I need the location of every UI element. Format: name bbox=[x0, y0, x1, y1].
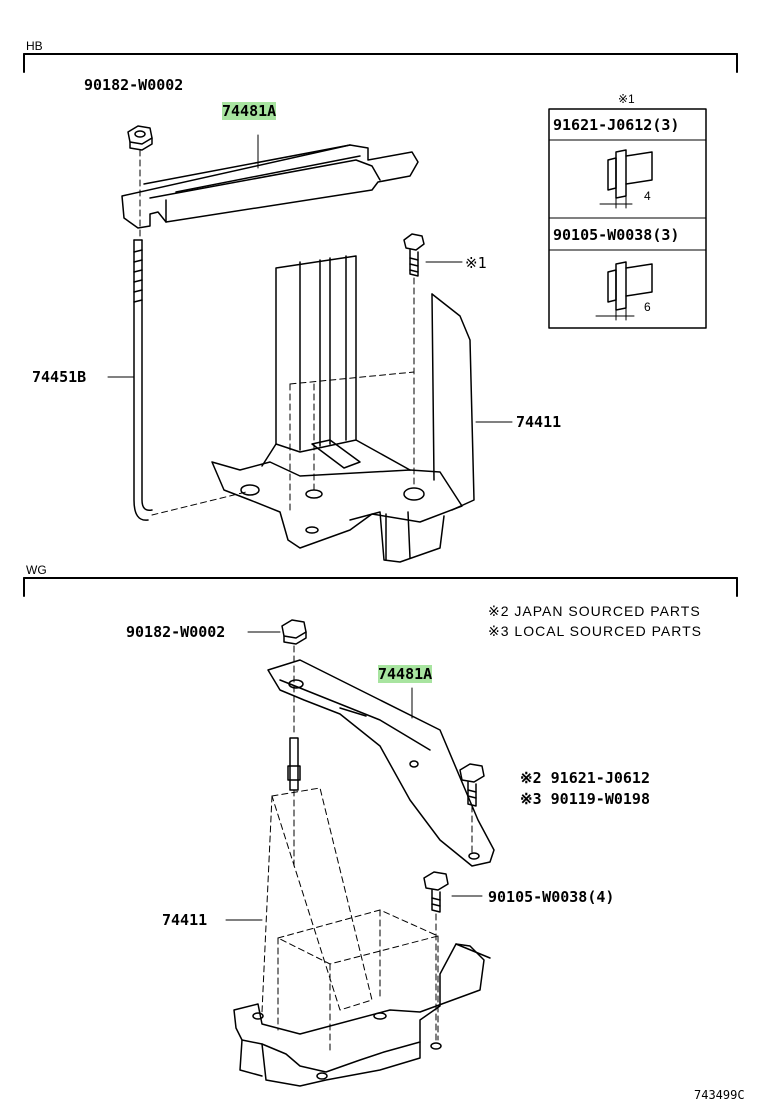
figure-code: 743499C bbox=[694, 1088, 745, 1102]
wg-bolt4-drawing bbox=[423, 871, 483, 1043]
wg-frame bbox=[23, 577, 738, 597]
hb-rod-drawing bbox=[107, 239, 247, 521]
hb-bolt-reference: ※1 bbox=[465, 254, 487, 272]
inset-row1-part-number[interactable]: 91621-J0612(3) bbox=[553, 116, 680, 134]
note-japan-sourced: ※2 JAPAN SOURCED PARTS bbox=[488, 603, 701, 619]
wg-clamp-part-number[interactable]: 74481A bbox=[378, 665, 433, 683]
hb-bolt-drawing bbox=[403, 233, 463, 489]
inset-title: ※1 bbox=[618, 92, 635, 106]
wg-bolt-japan-part-number[interactable]: ※2 91621-J0612 bbox=[520, 769, 650, 787]
inset-row2-part-number[interactable]: 90105-W0038(3) bbox=[553, 226, 680, 244]
inset-box-drawing bbox=[548, 108, 707, 329]
wg-stud-drawing bbox=[287, 737, 301, 871]
inset-row2-dimension: 6 bbox=[644, 300, 651, 314]
wg-bolt-local-part-number[interactable]: ※3 90119-W0198 bbox=[520, 790, 650, 808]
wg-tray-drawing bbox=[225, 787, 491, 1087]
hb-frame bbox=[23, 53, 738, 73]
hb-clamp-part-number[interactable]: 74481A bbox=[222, 102, 277, 120]
wg-clamp-drawing bbox=[267, 659, 495, 867]
hb-nut-part-number[interactable]: 90182-W0002 bbox=[84, 76, 184, 94]
wg-bolt-japan-drawing bbox=[459, 763, 485, 853]
note-local-sourced: ※3 LOCAL SOURCED PARTS bbox=[488, 623, 702, 639]
hb-nut-drawing bbox=[127, 125, 153, 237]
hb-clamp-drawing bbox=[121, 134, 419, 229]
section-wg-label: WG bbox=[26, 563, 47, 577]
section-hb-label: HB bbox=[26, 39, 43, 53]
hb-tray-drawing bbox=[211, 255, 513, 563]
wg-bolt4-part-number[interactable]: 90105-W0038(4) bbox=[488, 888, 615, 906]
wg-tray-part-number[interactable]: 74411 bbox=[162, 911, 208, 929]
wg-nut-drawing bbox=[247, 619, 307, 737]
inset-row1-dimension: 4 bbox=[644, 189, 651, 203]
wg-nut-part-number[interactable]: 90182-W0002 bbox=[126, 623, 226, 641]
hb-tray-part-number[interactable]: 74411 bbox=[516, 413, 562, 431]
hb-rod-part-number[interactable]: 74451B bbox=[32, 368, 87, 386]
